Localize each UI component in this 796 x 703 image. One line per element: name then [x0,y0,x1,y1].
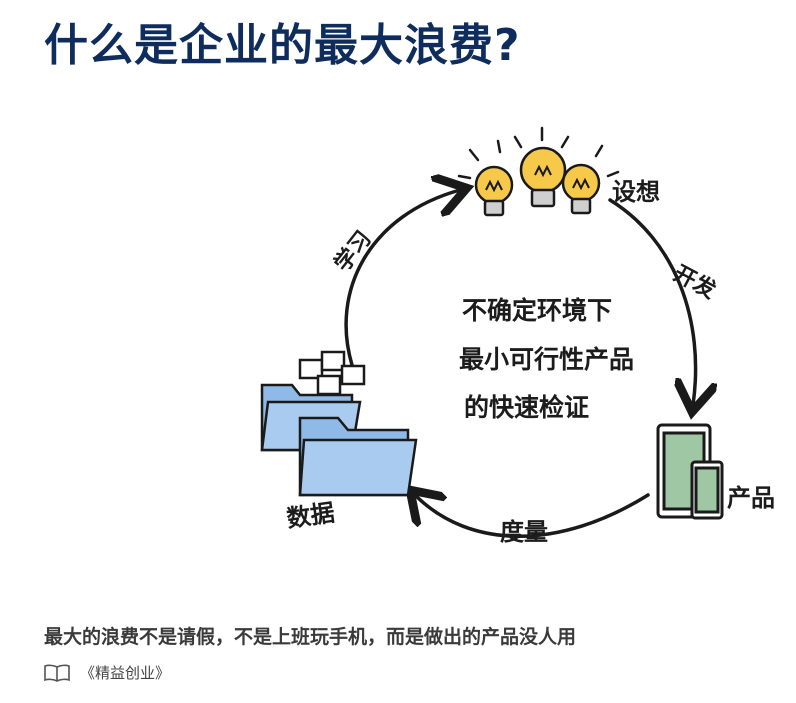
label-data: 数据 [285,499,336,533]
lightbulb-icon [457,126,620,217]
book-icon [44,664,70,682]
label-measure: 度量 [500,518,548,546]
source-citation: 《精益创业》 [44,662,170,683]
arrow-learn-to-idea [344,190,460,367]
label-idea: 设想 [612,178,660,206]
phone-icon [656,423,724,520]
caption: 最大的浪费不是请假，不是上班玩手机，而是做出的产品没人用 [44,626,577,648]
arrow-idea-to-product [608,198,696,405]
center-line-2: 最小可行性产品 [459,345,634,374]
folder-icon [260,350,418,497]
center-line-3: 的快速检证 [464,393,589,422]
label-build: 开发 [669,260,721,304]
arrow-product-to-data [415,495,650,538]
page-title: 什么是企业的最大浪费? [44,20,521,71]
source-title: 《精益创业》 [80,664,171,682]
center-line-1: 不确定环境下 [462,296,612,325]
label-product: 产品 [727,484,775,512]
